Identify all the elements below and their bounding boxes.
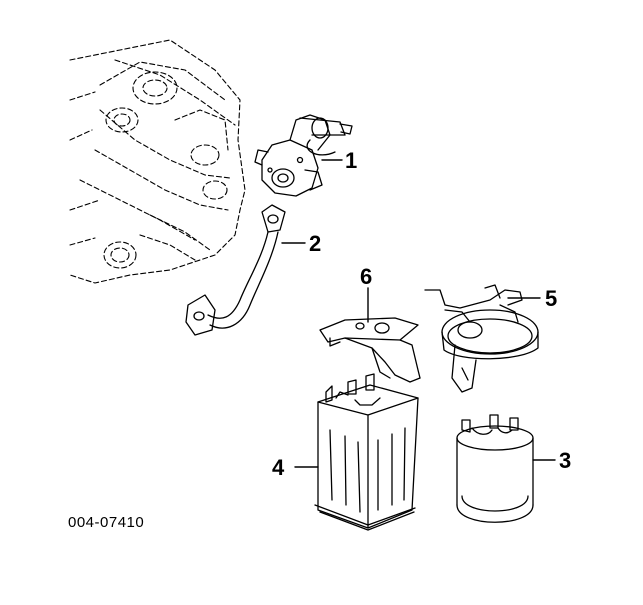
callout-6: 6	[360, 264, 373, 289]
leader-lines	[281, 159, 556, 468]
vapor-canister-round	[456, 414, 534, 523]
callout-2: 2	[309, 231, 322, 256]
callout-5: 5	[545, 286, 558, 311]
reference-code: 004-07410	[68, 514, 145, 531]
callout-4: 4	[272, 455, 285, 480]
callout-1: 1	[345, 148, 358, 173]
callout-3: 3	[559, 448, 572, 473]
egr-valve	[254, 114, 353, 197]
vapor-canister-square	[314, 373, 419, 531]
square-canister-mounting-bracket	[319, 317, 421, 383]
round-canister-mounting-bracket	[424, 284, 539, 393]
engine-block	[69, 39, 246, 284]
egr-tube	[185, 204, 286, 336]
